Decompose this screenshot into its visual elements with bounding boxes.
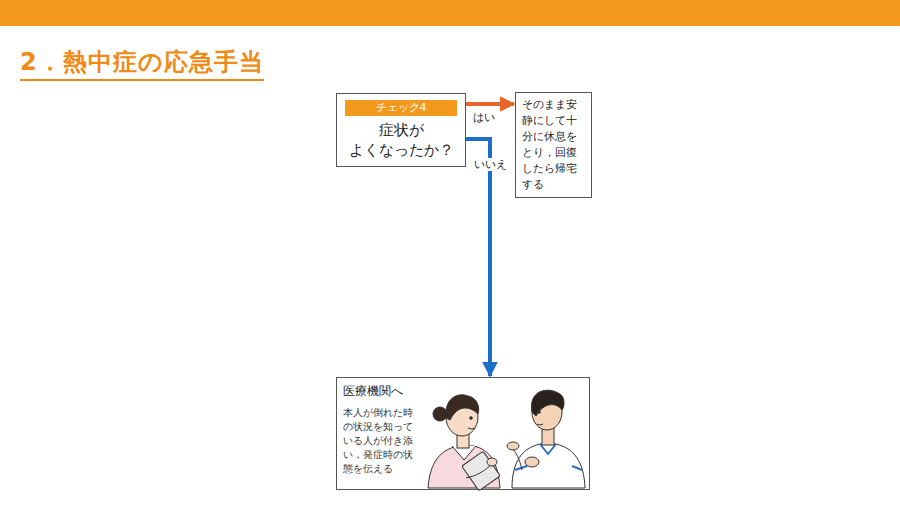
patient-figure — [507, 390, 585, 488]
nurse-figure — [428, 395, 500, 491]
slide-title: 2．熱中症の応急手当 — [20, 46, 264, 81]
action-box: そのまま安 静にして十 分に休息を とり，回復 したら帰宅 する — [515, 92, 592, 198]
question-text: 症状が よくなったか？ — [345, 121, 457, 160]
check-badge: チェック4 — [345, 100, 457, 116]
box-body: 本人が倒れた時 の状況を知って いる人が付き添 い，発症時の状 態を伝える — [343, 406, 431, 476]
edge-label: いいえ — [473, 158, 508, 171]
box-heading: 医療機関へ — [343, 384, 438, 400]
action-text: そのまま安 静にして十 分に休息を とり，回復 したら帰宅 する — [522, 97, 586, 193]
flow-arrow — [466, 139, 490, 376]
hospital-box: 医療機関へ本人が倒れた時 の状況を知って いる人が付き添 い，発症時の状 態を伝… — [336, 377, 590, 490]
top-bar — [0, 0, 900, 26]
edge-label: はい — [472, 111, 496, 124]
flow-arrow — [466, 102, 514, 106]
decision-box: チェック4 症状が よくなったか？ — [336, 93, 466, 167]
